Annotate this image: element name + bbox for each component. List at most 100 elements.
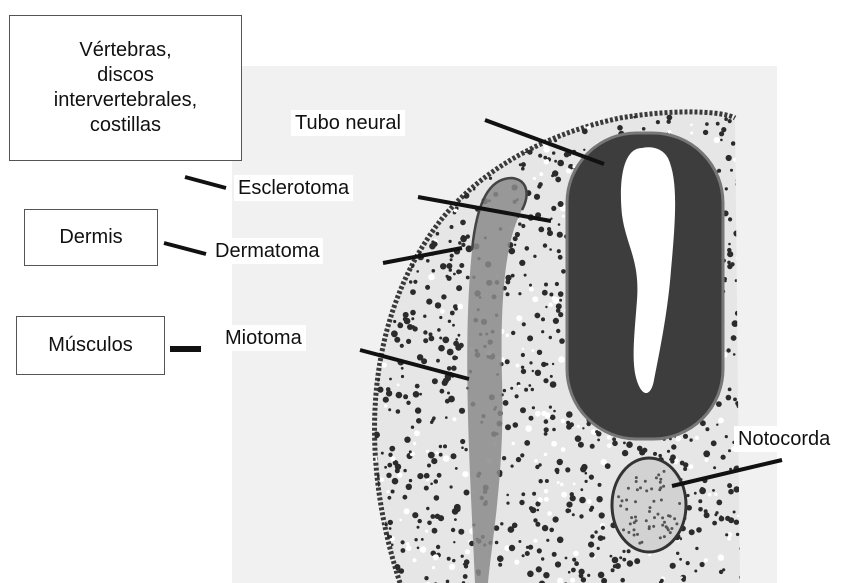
- mesenchyme-cell: [380, 478, 384, 482]
- mesenchyme-cell: [532, 406, 535, 409]
- mesenchyme-cell: [505, 359, 510, 364]
- notochord-cell: [635, 480, 638, 483]
- notochord-cell: [662, 485, 665, 488]
- mesenchyme-cell: [453, 273, 456, 276]
- mesenchyme-cell: [557, 160, 564, 167]
- mesenchyme-cell: [690, 124, 693, 127]
- mesenchyme-cell: [403, 312, 409, 318]
- mesenchyme-cell: [533, 255, 536, 258]
- mesenchyme-cell: [607, 443, 612, 448]
- mesenchyme-cell: [607, 435, 611, 439]
- mesenchyme-cell: [582, 128, 588, 134]
- notochord-cell: [627, 531, 630, 534]
- mesenchyme-cell: [450, 254, 454, 258]
- mesenchyme-cell: [377, 387, 383, 393]
- mesenchyme-cell: [463, 574, 468, 579]
- mesenchyme-cell: [620, 578, 625, 583]
- mesenchyme-cell: [546, 539, 549, 542]
- mesenchyme-cell: [399, 519, 402, 522]
- mesenchyme-cell: [580, 466, 586, 472]
- mesenchyme-cell: [572, 558, 576, 562]
- mesenchyme-cell: [409, 450, 412, 453]
- mesenchyme-cell: [622, 550, 625, 553]
- mesenchyme-cell: [708, 493, 712, 497]
- mesenchyme-cell: [446, 263, 452, 269]
- mesenchyme-cell: [538, 227, 544, 233]
- mesenchyme-cell: [416, 270, 419, 273]
- mesenchyme-cell: [388, 453, 392, 457]
- mesenchyme-cell: [454, 518, 457, 521]
- mesenchyme-cell: [386, 390, 392, 396]
- mesenchyme-cell: [728, 517, 734, 523]
- mesenchyme-cell: [421, 538, 424, 541]
- mesenchyme-cell: [528, 545, 533, 550]
- mesenchyme-cell: [627, 560, 633, 566]
- mesenchyme-cell: [437, 328, 441, 332]
- mesenchyme-cell: [560, 483, 564, 487]
- mesenchyme-cell: [510, 465, 513, 468]
- mesenchyme-cell: [698, 507, 703, 512]
- mesenchyme-cell: [588, 542, 594, 548]
- mesenchyme-cell: [712, 489, 715, 492]
- notochord-cell: [648, 527, 651, 530]
- mesenchyme-cell: [429, 336, 435, 342]
- mesenchyme-cell: [552, 151, 555, 154]
- mesenchyme-cell: [447, 276, 452, 281]
- mesenchyme-cell: [682, 578, 686, 582]
- mesenchyme-cell: [519, 163, 522, 166]
- mesenchyme-cell: [535, 411, 541, 417]
- mesenchyme-cell: [536, 566, 542, 572]
- mesenchyme-cell: [502, 456, 506, 460]
- mesenchyme-cell: [404, 437, 410, 443]
- mesenchyme-cell: [538, 154, 542, 158]
- mesenchyme-cell: [461, 235, 465, 239]
- notochord-cell: [660, 499, 663, 502]
- mesenchyme-cell: [515, 394, 519, 398]
- mesenchyme-cell: [524, 388, 528, 392]
- mesenchyme-cell: [704, 458, 708, 462]
- mesenchyme-cell: [595, 430, 598, 433]
- mesenchyme-cell: [698, 499, 702, 503]
- notochord-cell: [625, 499, 628, 502]
- mesenchyme-cell: [545, 479, 549, 483]
- mesenchyme-cell: [722, 568, 725, 571]
- mesenchyme-cell: [520, 453, 524, 457]
- mesenchyme-cell: [612, 437, 616, 441]
- mesenchyme-cell: [716, 122, 720, 126]
- mesenchyme-cell: [718, 418, 724, 424]
- mesenchyme-cell: [535, 522, 540, 527]
- mesenchyme-cell: [382, 362, 387, 367]
- mesenchyme-cell: [537, 184, 541, 188]
- mesenchyme-cell: [642, 127, 646, 131]
- mesenchyme-cell: [425, 285, 430, 290]
- mesenchyme-cell: [613, 564, 617, 568]
- mesenchyme-cell: [454, 209, 458, 213]
- mesenchyme-cell: [557, 249, 561, 253]
- mesenchyme-cell: [549, 406, 552, 409]
- mesenchyme-cell: [711, 440, 717, 446]
- mesenchyme-cell: [716, 424, 718, 426]
- mesenchyme-cell: [622, 558, 626, 562]
- mesenchyme-cell: [543, 156, 547, 160]
- mesenchyme-cell: [464, 559, 470, 565]
- mesenchyme-cell: [521, 353, 525, 357]
- mesenchyme-cell: [511, 331, 515, 335]
- mesenchyme-cell: [505, 424, 511, 430]
- mesenchyme-cell: [388, 496, 392, 500]
- mesenchyme-cell: [690, 132, 693, 135]
- mesenchyme-cell: [566, 502, 572, 508]
- mesenchyme-cell: [544, 159, 550, 165]
- mesenchyme-cell: [391, 544, 394, 547]
- mesenchyme-cell: [727, 483, 732, 488]
- box-vertebras-line-3: intervertebrales,: [54, 88, 197, 113]
- notochord-cell: [663, 535, 666, 538]
- mesenchyme-cell: [570, 495, 576, 501]
- mesenchyme-cell: [557, 481, 560, 484]
- mesenchyme-cell: [417, 526, 420, 529]
- mesenchyme-cell: [551, 206, 556, 211]
- mesenchyme-cell: [561, 492, 567, 498]
- mesenchyme-cell: [525, 425, 532, 432]
- mesenchyme-cell: [401, 375, 404, 378]
- mesenchyme-cell: [466, 234, 470, 238]
